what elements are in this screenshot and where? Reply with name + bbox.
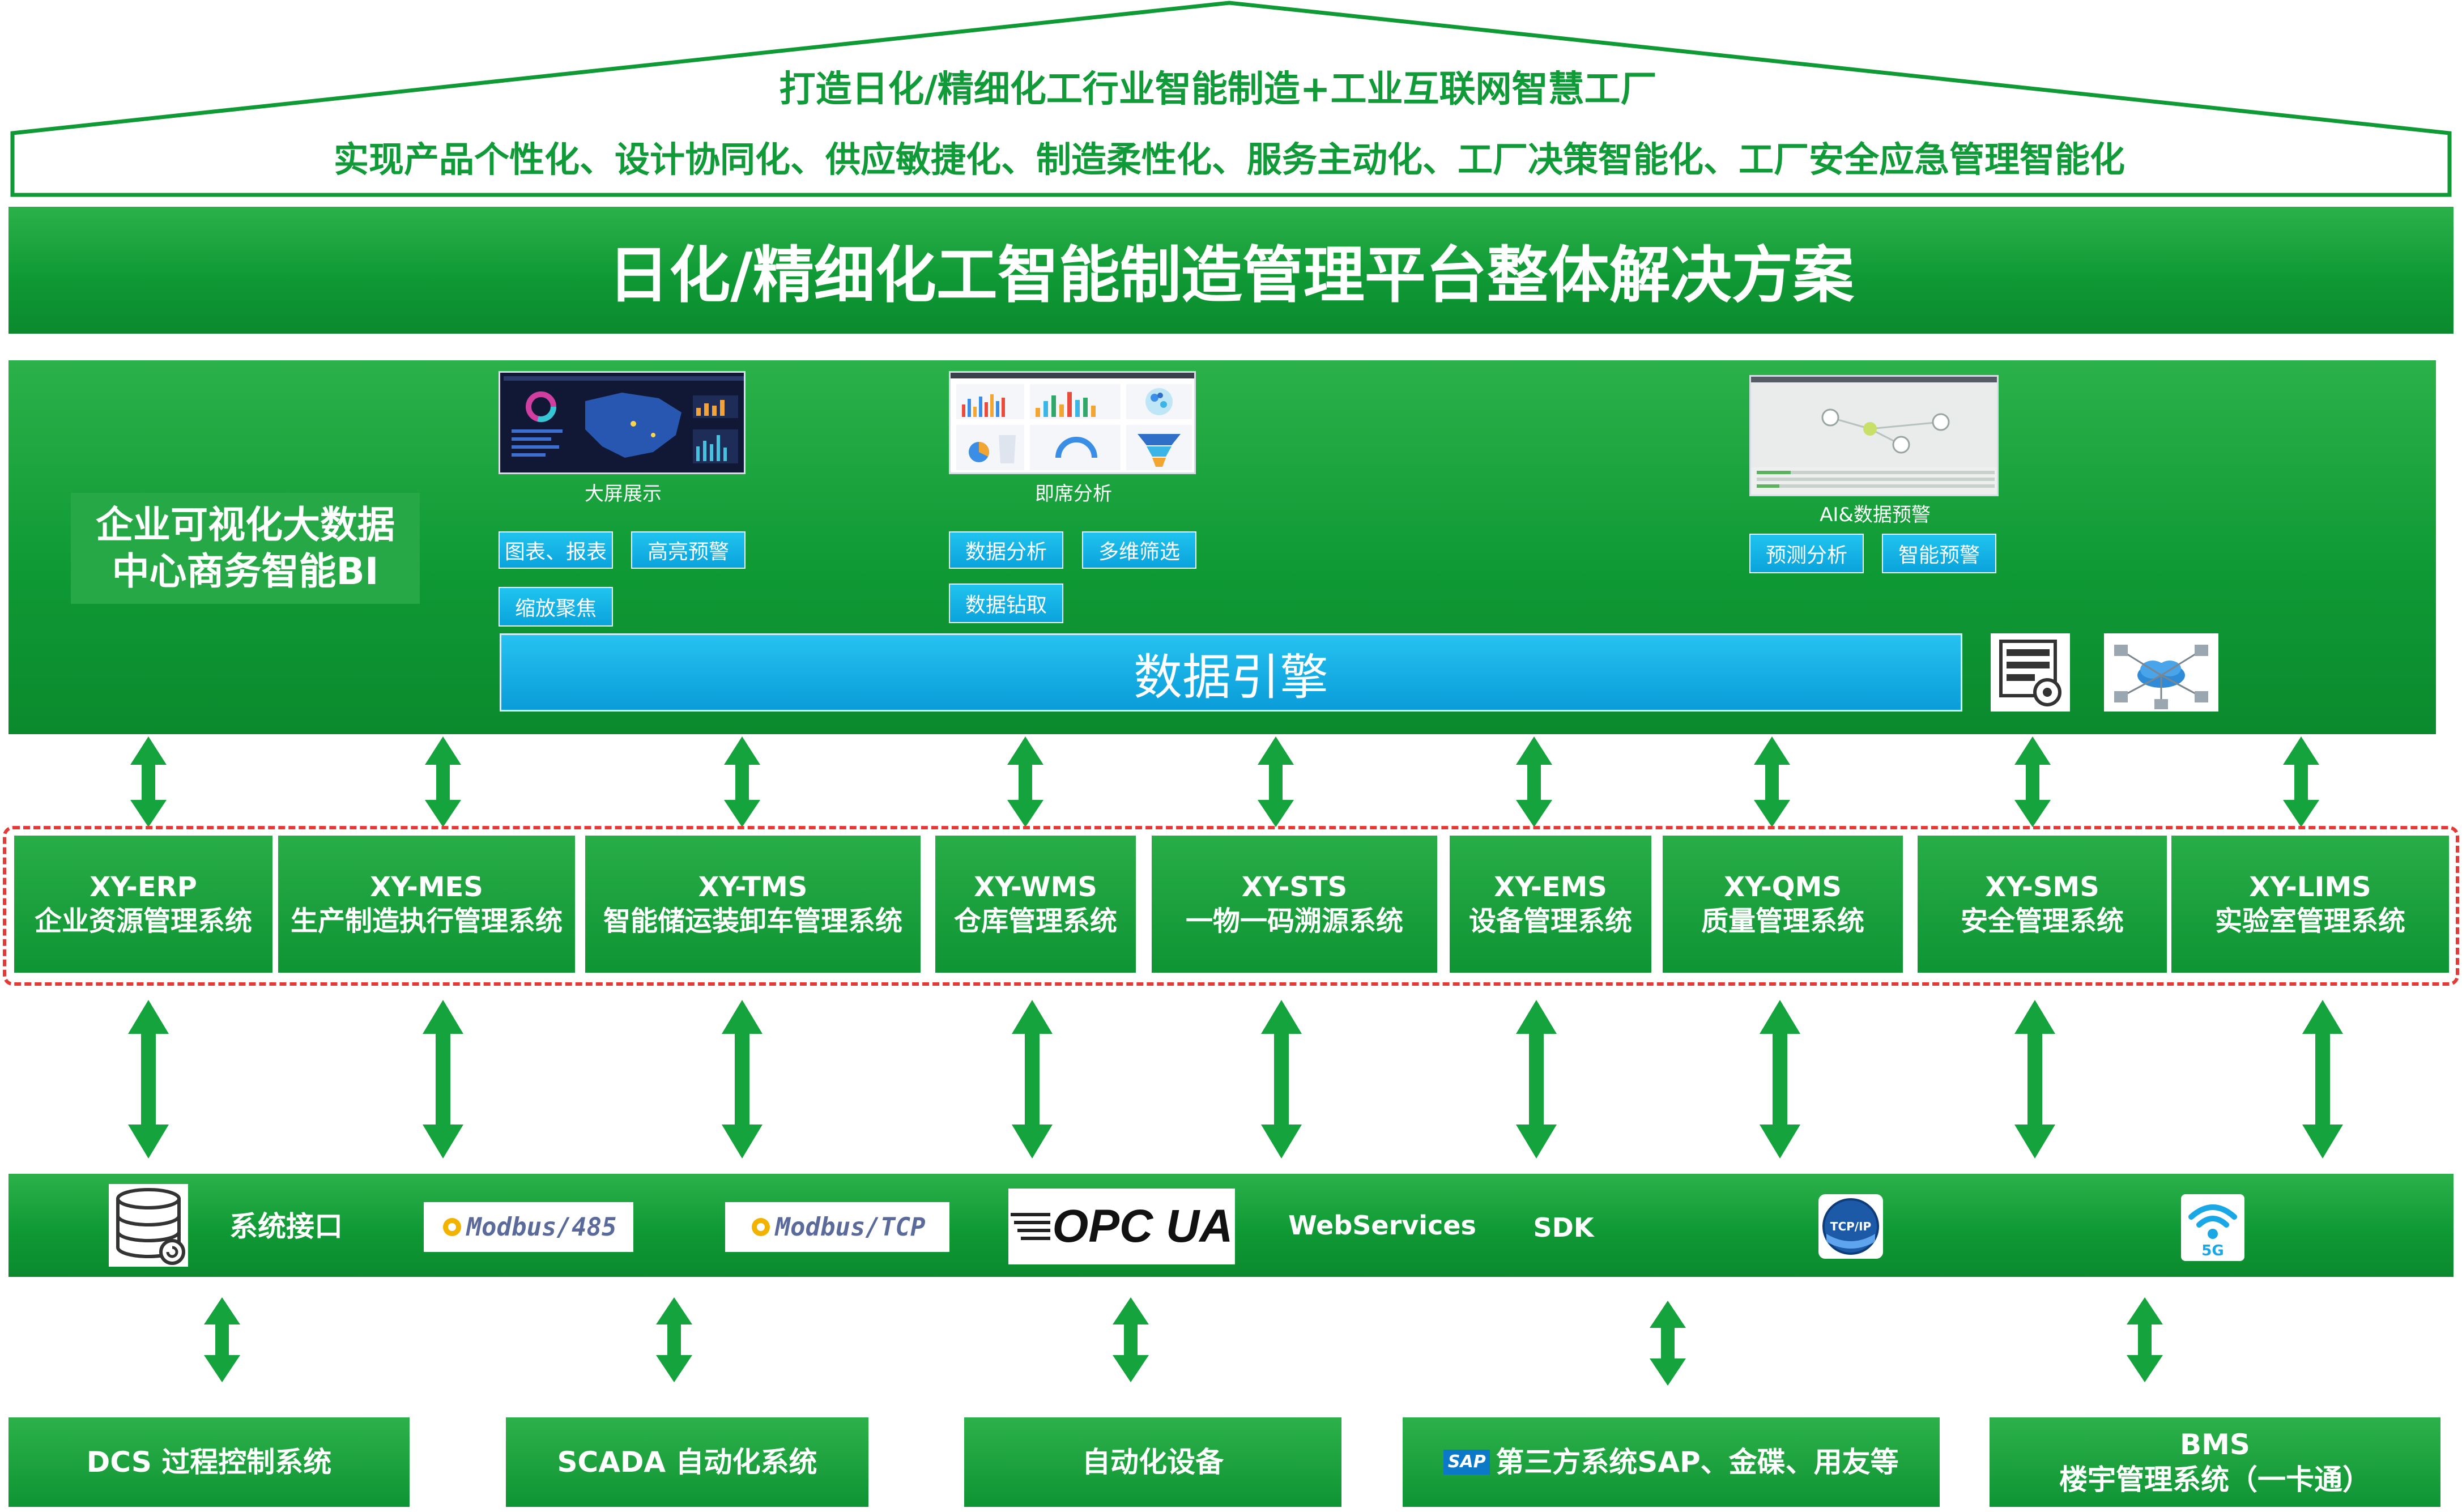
data-engine-bar: 数据引擎 [500,633,1962,712]
systems-dashed-frame [3,826,2459,986]
tag-data-analysis[interactable]: 数据分析 [949,531,1063,569]
source-third-party[interactable]: SAP 第三方系统SAP、金碟、用友等 [1403,1417,1940,1507]
source-label: SCADA 自动化系统 [557,1445,817,1479]
arrows-systems-to-interfaces [128,1000,2343,1159]
sap-logo-text: SAP [1447,1452,1486,1472]
system-name: 实验室管理系统 [2214,905,2405,937]
tcpip-icon: TCP/IP [1818,1194,1883,1259]
database-icon [109,1184,188,1267]
data-engine-label: 数据引擎 [1134,649,1328,706]
banner-title: 日化/精细化工智能制造管理平台整体解决方案 [608,240,1854,311]
system-code: XY-LIMS [2249,871,2371,903]
system-qms[interactable]: XY-QMS 质量管理系统 [1661,834,1905,974]
opc-ua-logo: OPC UA [1008,1189,1235,1264]
source-scada[interactable]: SCADA 自动化系统 [506,1417,868,1507]
system-code: XY-MES [370,871,483,903]
source-label: DCS 过程控制系统 [86,1445,332,1479]
system-name: 质量管理系统 [1701,905,1864,937]
system-code: XY-ERP [90,871,197,903]
system-code: XY-QMS [1724,871,1842,903]
source-label: 第三方系统SAP、金碟、用友等 [1496,1445,1899,1479]
tag-highlight-warning[interactable]: 高亮预警 [631,531,746,569]
adhoc-analysis-caption: 即席分析 [1035,482,1112,505]
system-code: XY-EMS [1494,871,1607,903]
source-dcs[interactable]: DCS 过程控制系统 [8,1417,410,1507]
system-sts[interactable]: XY-STS 一物一码溯源系统 [1150,834,1439,974]
system-code: XY-TMS [698,871,808,903]
system-ems[interactable]: XY-EMS 设备管理系统 [1448,834,1653,974]
system-tms[interactable]: XY-TMS 智能储运装卸车管理系统 [583,834,922,974]
sdk-label: SDK [1533,1212,1594,1243]
roof-subtitle: 实现产品个性化、设计协同化、供应敏捷化、制造柔性化、服务主动化、工厂决策智能化、… [333,139,2125,180]
system-erp[interactable]: XY-ERP 企业资源管理系统 [12,834,274,974]
ai-warning-graphic [1751,377,1997,488]
server-config-icon [1991,633,2070,712]
cloud-network-icon [2104,633,2218,712]
source-label-line1: BMS [2180,1428,2250,1461]
system-name: 设备管理系统 [1468,905,1632,937]
system-name: 智能储运装卸车管理系统 [603,905,902,937]
roof-outline [10,1,2452,197]
sap-logo: SAP [1443,1450,1490,1475]
tag-multi-filter[interactable]: 多维筛选 [1082,531,1196,569]
source-automation[interactable]: 自动化设备 [964,1417,1341,1507]
tag-charts-reports[interactable]: 图表、报表 [499,531,613,569]
modbus-gear-icon [442,1218,461,1236]
modbus-485-logo: Modbus/485 [424,1202,633,1252]
ai-warning-caption: AI&数据预警 [1820,503,1931,526]
tag-prediction-analysis[interactable]: 预测分析 [1749,534,1864,573]
bi-label: 企业可视化大数据 中心商务智能BI [71,493,420,604]
system-code: XY-WMS [974,871,1097,903]
tcpip-text: TCP/IP [1830,1220,1871,1233]
system-lims[interactable]: XY-LIMS 实验室管理系统 [2170,834,2451,974]
bigscreen-caption: 大屏展示 [585,482,662,505]
system-code: XY-STS [1241,871,1348,903]
system-name: 企业资源管理系统 [34,905,252,937]
modbus-tcp-text: Modbus/TCP [775,1212,926,1242]
solution-banner: 日化/精细化工智能制造管理平台整体解决方案 [8,207,2454,334]
system-sms[interactable]: XY-SMS 安全管理系统 [1916,834,2169,974]
bi-label-line1: 企业可视化大数据 [96,502,395,547]
system-interface-label: 系统接口 [229,1210,343,1243]
source-label-line2: 楼宇管理系统（一卡通） [2059,1463,2371,1496]
bigscreen-map-graphic [500,373,744,472]
bigscreen-thumbnail [499,371,746,474]
adhoc-analysis-thumbnail [949,371,1196,474]
adhoc-analysis-graphic [951,373,1194,470]
tag-smart-warning[interactable]: 智能预警 [1882,534,1996,573]
ai-warning-thumbnail [1749,375,1999,496]
system-wms[interactable]: XY-WMS 仓库管理系统 [934,834,1138,974]
source-label: 自动化设备 [1082,1445,1224,1479]
wifi-5g-icon: 5G [2181,1194,2244,1261]
bi-label-line2: 中心商务智能BI [112,550,379,593]
source-bms[interactable]: BMS 楼宇管理系统（一卡通） [1990,1417,2440,1507]
system-name: 仓库管理系统 [953,905,1117,937]
tag-zoom-focus[interactable]: 缩放聚焦 [499,587,613,627]
webservices-label: WebServices [1288,1210,1476,1241]
modbus-tcp-logo: Modbus/TCP [725,1202,949,1252]
system-name: 生产制造执行管理系统 [290,905,563,937]
modbus-gear-icon [751,1218,770,1236]
tag-data-drilldown[interactable]: 数据钻取 [949,583,1063,623]
system-code: XY-SMS [1985,871,2099,903]
arrows-bi-to-systems [130,736,2319,827]
system-mes[interactable]: XY-MES 生产制造执行管理系统 [276,834,577,974]
arrows-interfaces-to-sources [204,1297,2163,1386]
system-name: 一物一码溯源系统 [1185,905,1403,937]
modbus-485-text: Modbus/485 [466,1212,617,1242]
opc-stripes-icon [1010,1213,1050,1240]
system-name: 安全管理系统 [1960,905,2124,937]
5g-text: 5G [2201,1242,2224,1259]
roof-title: 打造日化/精细化工行业智能制造+工业互联网智慧工厂 [779,69,1657,110]
opc-ua-text: OPC UA [1052,1200,1233,1252]
